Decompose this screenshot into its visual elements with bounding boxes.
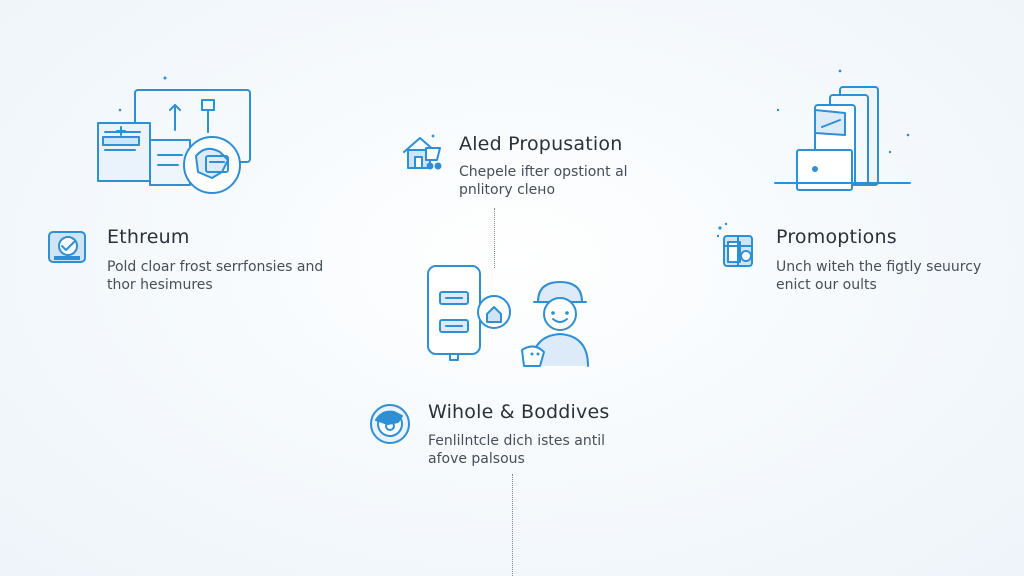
tablets-stack-illustration [770, 65, 920, 200]
feature-description: Fenlilntcle dich istes antil afove palso… [428, 432, 609, 468]
feature-promoptions: Promoptions Unch witeh the figtly seuurc… [776, 226, 981, 294]
feature-description: Unch witeh the figtly seuurcy enict our … [776, 258, 981, 294]
feature-description-line: Pold cloar frost serrfonsies and [107, 259, 324, 275]
feature-ethreum: Ethreum Pold cloar frost serrfonsies and… [107, 226, 323, 294]
phone-and-worker-illustration [420, 262, 600, 372]
gear-wheel-icon [368, 400, 416, 448]
badge-card-icon [46, 228, 90, 268]
house-cart-icon [400, 130, 446, 176]
feature-description: Pold cloar frost serrfonsies and thor he… [107, 258, 323, 294]
feature-description-line: Chepele ifter opstiont al [459, 164, 628, 180]
connector-line [512, 474, 513, 576]
gift-box-icon [714, 222, 764, 270]
feature-description-line: enict our oults [776, 277, 877, 293]
feature-title: Wihole & Boddives [428, 401, 610, 423]
feature-description-line: thor hesimures [107, 277, 213, 293]
feature-title: Ethreum [107, 226, 190, 248]
feature-description-line: pnlitory clено [459, 182, 556, 198]
feature-title: Aled Propusation [459, 133, 623, 155]
connector-line [494, 208, 495, 268]
documents-monitor-illustration [90, 70, 265, 200]
feature-aled-propusation: Aled Propusation Chepele ifter opstiont … [459, 133, 628, 199]
feature-wihole-boddives: Wihole & Boddives Fenlilntcle dich istes… [428, 401, 609, 468]
feature-description-line: Fenlilntcle dich istes antil [428, 433, 606, 449]
feature-title: Promoptions [776, 226, 897, 248]
feature-description: Chepele ifter opstiont al pnlitory clено [459, 163, 628, 199]
feature-description-line: afove palsous [428, 451, 525, 467]
feature-description-line: Unch witeh the figtly seuurcy [776, 259, 982, 275]
